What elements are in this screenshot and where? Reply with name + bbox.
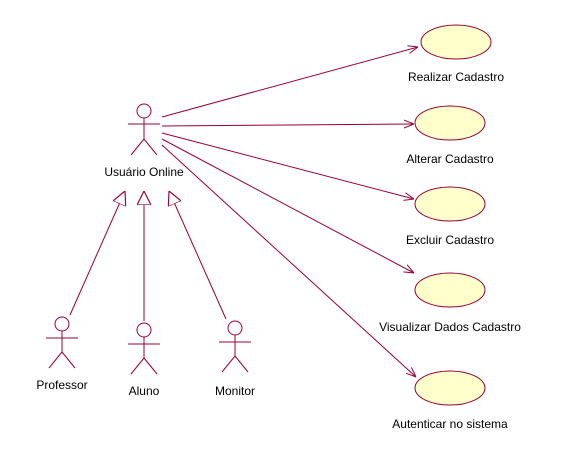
association-excluir-cadastro — [161, 132, 414, 199]
use-case-label: Realizar Cadastro — [408, 70, 504, 84]
actor-label: Usuário Online — [104, 165, 184, 179]
use-case-ellipse — [414, 105, 486, 141]
actor-label: Monitor — [215, 384, 255, 398]
use-case-alterar-cadastro[interactable]: Alterar Cadastro — [406, 105, 494, 166]
use-case-excluir-cadastro[interactable]: Excluir Cadastro — [406, 186, 494, 247]
actor-label: Professor — [36, 378, 87, 392]
stick-figure-icon — [219, 320, 251, 373]
actor-aluno[interactable]: Aluno — [128, 322, 160, 398]
stick-figure-icon — [128, 322, 160, 375]
generalization-professor — [69, 191, 125, 316]
associations — [161, 47, 418, 377]
use-case-visualizar-dados-cadastro[interactable]: Visualizar Dados Cadastro — [379, 272, 521, 334]
use-case-ellipse — [414, 186, 486, 222]
association-alterar-cadastro — [161, 124, 414, 126]
actor-monitor[interactable]: Monitor — [215, 320, 255, 398]
generalizations — [69, 191, 227, 321]
use-case-label: Excluir Cadastro — [406, 233, 494, 247]
use-case-label: Autenticar no sistema — [392, 417, 508, 431]
association-autenticar-no-sistema — [161, 144, 416, 377]
use-case-label: Visualizar Dados Cadastro — [379, 320, 521, 334]
association-visualizar-dados-cadastro — [161, 138, 414, 273]
use-case-ellipse — [414, 272, 486, 308]
stick-figure-icon — [128, 103, 160, 156]
stick-figure-icon — [46, 316, 78, 369]
use-case-ellipse — [414, 370, 486, 406]
use-case-label: Alterar Cadastro — [406, 152, 494, 166]
association-realizar-cadastro — [161, 47, 418, 118]
use-case-realizar-cadastro[interactable]: Realizar Cadastro — [408, 24, 504, 84]
actor-usuario-online[interactable]: Usuário Online — [104, 103, 184, 179]
actor-professor[interactable]: Professor — [36, 316, 88, 392]
use-case-autenticar-no-sistema[interactable]: Autenticar no sistema — [392, 370, 508, 431]
use-case-ellipse — [420, 24, 492, 60]
generalization-monitor — [169, 191, 227, 320]
actor-label: Aluno — [129, 384, 160, 398]
